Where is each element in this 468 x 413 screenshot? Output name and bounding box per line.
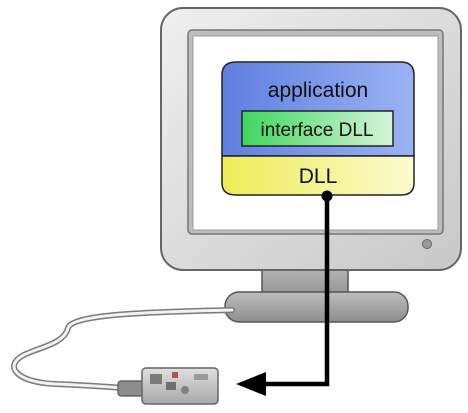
interface-dll-label: interface DLL: [260, 120, 373, 141]
usb-device-icon: [117, 367, 219, 405]
arrow-icon: [236, 190, 333, 396]
dll-box: DLL: [221, 155, 415, 196]
interface-dll-box: interface DLL: [241, 110, 394, 147]
dll-label: DLL: [299, 165, 338, 188]
application-label: application: [268, 79, 368, 102]
